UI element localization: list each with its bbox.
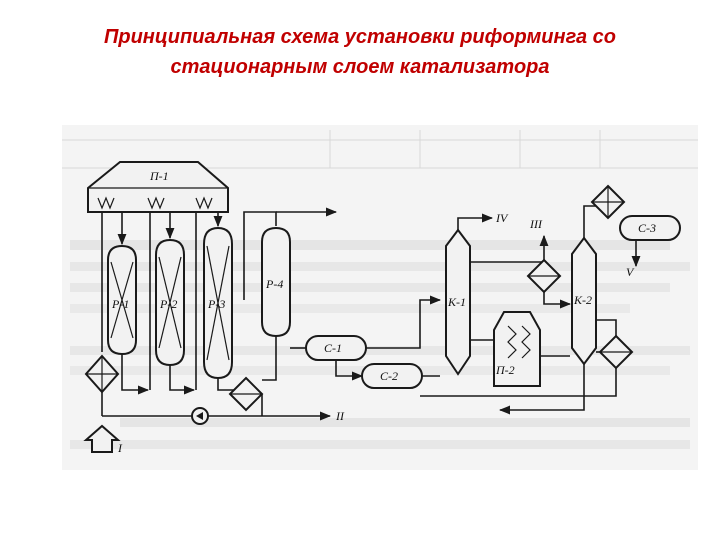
column-k1: К-1 xyxy=(445,228,471,376)
label-separator-c2: С-2 xyxy=(380,369,398,383)
bottom-lines xyxy=(101,392,540,421)
reactor-r3: Р-3 xyxy=(203,226,233,380)
label-reactor-r4: Р-4 xyxy=(265,277,283,291)
heat-exchanger-top xyxy=(590,184,626,220)
reactor-r1: Р-1 xyxy=(107,244,137,356)
column-k2: К-2 xyxy=(571,236,597,366)
title-line-1: Принципиальная схема установки риформинг… xyxy=(103,26,617,48)
k1-top-line xyxy=(457,213,494,230)
separator-c3: С-3 xyxy=(619,215,681,241)
label-reactor-r3: Р-3 xyxy=(207,297,225,311)
label-stream-i: I xyxy=(117,441,123,455)
label-stream-iv: IV xyxy=(495,211,509,225)
separator-lines xyxy=(290,295,442,381)
pump-icon xyxy=(191,407,209,425)
label-column-k2: К-2 xyxy=(573,293,592,307)
label-stream-v: V xyxy=(626,265,635,279)
label-column-k1: К-1 xyxy=(447,295,466,309)
k2-bottom-lines xyxy=(498,319,617,415)
label-furnace-p2: П-2 xyxy=(495,363,515,377)
label-stream-iii: III xyxy=(529,217,543,231)
furnace-outlet-lines xyxy=(101,212,223,390)
r4-top-line xyxy=(243,211,277,300)
slide-title: Принципиальная схема установки риформинг… xyxy=(0,22,720,82)
reactor-bottom-lines xyxy=(121,336,277,395)
label-reactor-r2: Р-2 xyxy=(159,297,177,311)
heat-exchanger-1 xyxy=(228,376,264,412)
label-stream-ii: II xyxy=(335,409,345,423)
furnace-p2: П-2 xyxy=(493,311,541,387)
k2-feed-line xyxy=(543,292,572,309)
label-furnace-p1: П-1 xyxy=(149,169,169,183)
feed-arrow-i: I xyxy=(83,424,123,455)
label-separator-c1: С-1 xyxy=(324,341,342,355)
separator-c1: С-1 xyxy=(305,335,367,361)
separator-c2: С-2 xyxy=(361,363,423,389)
title-line-2: стационарным слоем катализатора xyxy=(170,56,550,78)
reactor-r2: Р-2 xyxy=(155,238,185,367)
label-reactor-r1: Р-1 xyxy=(111,297,129,311)
reactor-r4: Р-4 xyxy=(261,226,291,338)
furnace-p1: П-1 xyxy=(87,161,229,213)
label-separator-c3: С-3 xyxy=(638,221,656,235)
